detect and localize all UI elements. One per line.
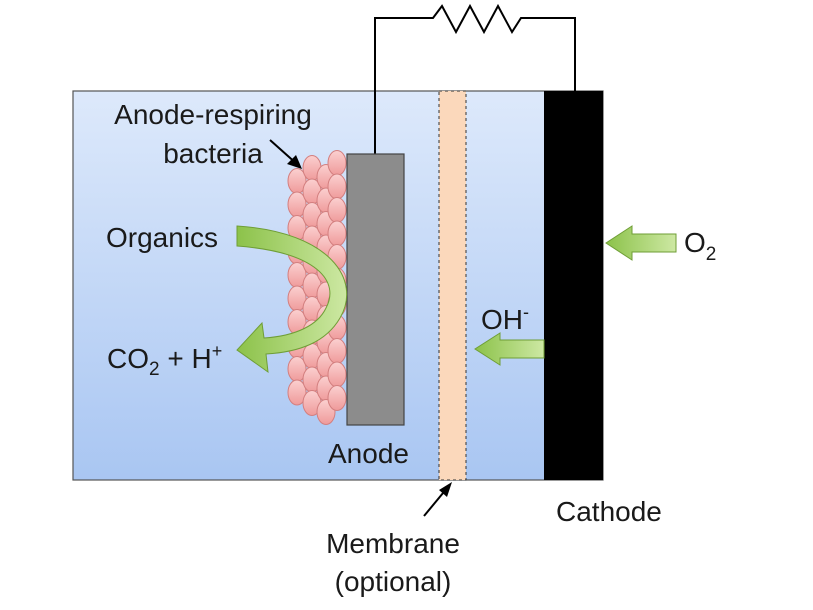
ellipse-cell-icon — [327, 338, 347, 364]
membrane-label-line2: (optional) — [335, 566, 452, 597]
co2-h-label: CO2 + H+ — [107, 341, 222, 380]
ellipse-cell-icon — [327, 385, 347, 411]
cathode-label: Cathode — [556, 496, 662, 527]
oxygen-main: O — [684, 227, 706, 258]
ellipse-cell-icon — [327, 361, 347, 388]
oxygen-label: O2 — [684, 227, 716, 265]
ellipse-cell-icon — [287, 379, 307, 406]
hydroxide-flow-arrow — [474, 332, 545, 366]
organics-label: Organics — [106, 222, 218, 253]
hydroxide-superscript: - — [523, 302, 529, 322]
ellipse-cell-icon — [327, 197, 347, 223]
organics-oxidation-arrow — [236, 225, 348, 374]
bacteria-label-line2: bacteria — [163, 138, 263, 169]
membrane — [438, 90, 467, 481]
anode-label: Anode — [328, 438, 409, 469]
membrane-pointer-arrow — [423, 482, 452, 517]
ellipse-cell-icon — [327, 220, 347, 247]
hydroxide-main: OH — [481, 304, 523, 335]
h-superscript: + — [212, 341, 223, 361]
cathode-electrode — [544, 91, 603, 480]
co2-subscript: 2 — [149, 359, 160, 380]
external-circuit-wire — [374, 3, 576, 154]
bacteria-label-line1: Anode-respiring — [114, 99, 312, 130]
membrane-label-line1: Membrane — [326, 528, 460, 559]
hydroxide-label: OH- — [481, 302, 529, 335]
bacteria-pointer-arrow — [269, 139, 302, 169]
oxygen-flow-arrow — [605, 225, 677, 261]
ellipse-cell-icon — [327, 173, 347, 200]
co2-main: CO — [107, 343, 149, 374]
anode-electrode — [346, 153, 405, 426]
oxygen-subscript: 2 — [706, 244, 717, 265]
ellipse-cell-icon — [327, 150, 347, 176]
co2-plus-h: + H — [160, 343, 212, 374]
